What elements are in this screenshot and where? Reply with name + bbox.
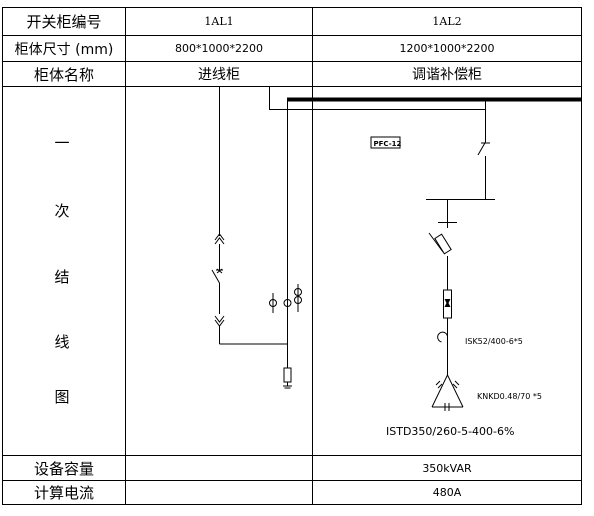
switch-no-1al2: 1AL2 (432, 15, 462, 28)
incoming-feeder (211, 87, 288, 345)
compensation-model: ISTD350/260-5-400-6% (386, 425, 514, 438)
current-transformers (269, 284, 302, 313)
diagram-label-char: 线 (54, 333, 70, 351)
capacity-1al1 (126, 456, 312, 480)
diagram-label-char: 结 (54, 268, 70, 286)
compensation-branch (426, 101, 495, 411)
surge-arrester (283, 367, 292, 389)
diagram-label-char: 一 (54, 134, 70, 152)
switch-no-1al1: 1AL1 (204, 15, 234, 28)
name-label: 柜体名称 (33, 65, 94, 84)
size-label: 柜体尺寸 (mm) (14, 41, 114, 58)
switch-no-label: 开关柜编号 (26, 13, 102, 31)
reactor-spec: ISK52/400-6*5 (465, 337, 523, 346)
diagram-label-char: 图 (54, 388, 70, 406)
current-label: 计算电流 (33, 484, 94, 502)
size-1al1: 800*1000*2200 (175, 42, 263, 55)
name-1al2: 调谐补偿柜 (412, 67, 482, 83)
pfc-controller-box (370, 136, 401, 149)
capacity-1al2: 350kVAR (422, 461, 472, 475)
name-1al1: 进线柜 (198, 67, 240, 83)
size-1al2: 1200*1000*2200 (399, 42, 495, 55)
capacity-label: 设备容量 (33, 459, 94, 478)
current-1al2: 480A (432, 486, 462, 499)
busbar-link (269, 87, 486, 368)
current-1al1 (126, 481, 312, 504)
diagram-label-char: 次 (54, 202, 70, 220)
capacitor-spec: KNKD0.48/70 *5 (477, 392, 542, 401)
pfc-controller-label: PFC-12 (374, 140, 402, 148)
